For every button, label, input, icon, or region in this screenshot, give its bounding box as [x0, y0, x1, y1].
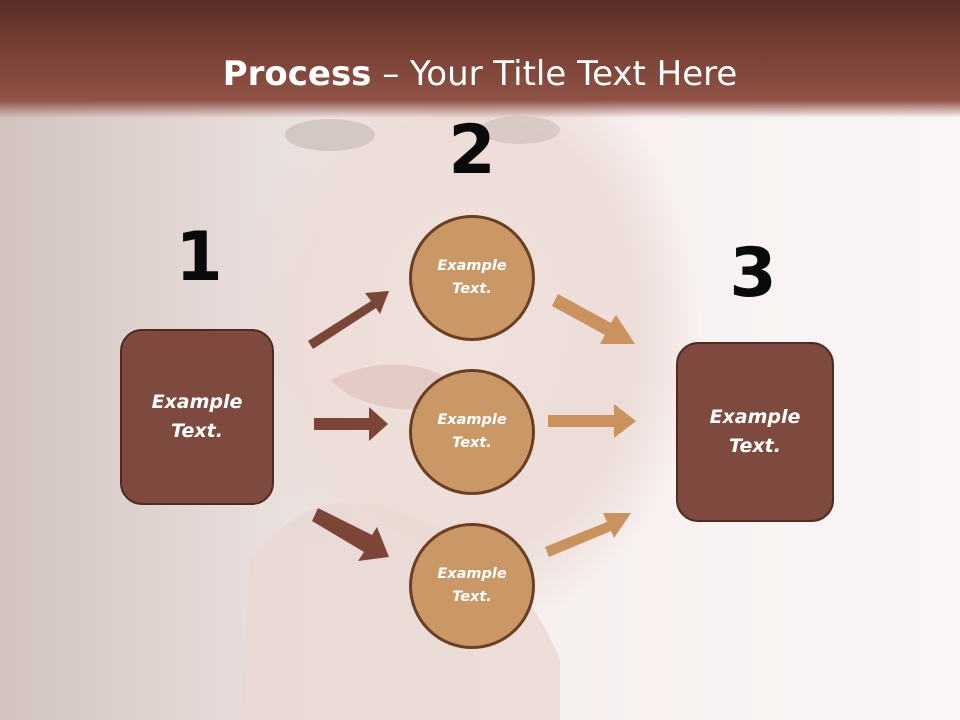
step-2-text-middle: Example Text. — [437, 412, 507, 451]
step-number-3: 3 — [729, 234, 777, 313]
arrow-2-top-to-3 — [552, 294, 635, 344]
step-2-text-top: Example Text. — [437, 258, 507, 297]
arrow-2-bottom-to-3 — [545, 513, 631, 557]
arrow-2-middle-to-3 — [548, 404, 636, 438]
arrow-1-to-2-top — [308, 291, 389, 349]
step-2-circle-bottom: Example Text. — [409, 523, 535, 649]
step-3-box: Example Text. — [676, 342, 834, 522]
step-1-box: Example Text. — [120, 329, 274, 505]
step-3-text: Example Text. — [709, 406, 801, 457]
title-bar — [0, 0, 960, 118]
step-2-text-bottom: Example Text. — [437, 566, 507, 605]
step-1-text: Example Text. — [151, 391, 243, 442]
title-bold: Process — [222, 54, 372, 94]
step-number-1: 1 — [175, 218, 223, 297]
step-number-2: 2 — [448, 111, 496, 190]
step-2-circle-middle: Example Text. — [409, 369, 535, 495]
step-2-circle-top: Example Text. — [409, 215, 535, 341]
slide-title: Process – Your Title Text Here — [0, 52, 960, 96]
title-rest: – Your Title Text Here — [371, 54, 738, 94]
arrow-1-to-2-middle — [314, 407, 388, 441]
arrow-1-to-2-bottom — [312, 508, 389, 561]
